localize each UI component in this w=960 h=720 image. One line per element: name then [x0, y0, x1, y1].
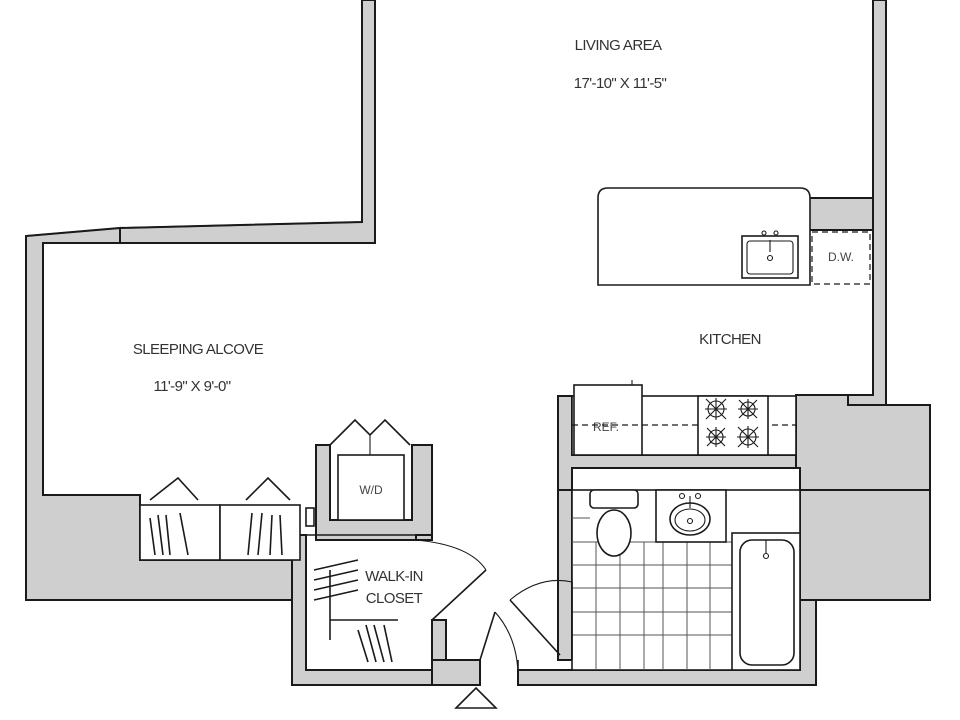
entry-door-swing	[494, 611, 519, 686]
dishwasher-label: D.W.	[828, 250, 854, 264]
closet-door-swing	[415, 539, 487, 571]
closet-shelf-rods	[313, 559, 398, 663]
wall-closet-door-jamb	[415, 534, 433, 541]
bathroom-faucet-handle-right	[694, 492, 702, 500]
wall-closet	[291, 534, 447, 686]
wall-entry-left	[431, 659, 481, 686]
living-area-dimensions: 17'-10" X 11'-5"	[574, 75, 667, 92]
bathtub-drain	[762, 552, 770, 560]
dishwasher-outline	[811, 231, 871, 285]
refrigerator-label: REF.	[593, 420, 619, 434]
closet-door-leaf	[431, 569, 487, 621]
toilet-tank	[589, 489, 639, 509]
entry-arrow-icon	[454, 686, 498, 709]
refrigerator	[573, 384, 643, 456]
wall-kitchen-right	[807, 197, 874, 231]
bathroom-sink-inner	[674, 508, 706, 532]
alcove-bifold-right	[245, 476, 291, 501]
entry-door-leaf	[479, 611, 496, 661]
living-left-wall-line	[25, 0, 363, 237]
kitchen-faucet-handle-right	[773, 230, 779, 236]
kitchen-sink	[741, 235, 799, 279]
bathroom-faucet-handle-left	[678, 492, 686, 500]
kitchen-label: KITCHEN	[699, 331, 761, 348]
wall-living-left	[119, 0, 376, 244]
bathroom-sink-drain	[686, 517, 694, 525]
bath-door-leaf	[509, 599, 561, 656]
kitchen-faucet-handle-left	[761, 230, 767, 236]
sleeping-alcove-label: SLEEPING ALCOVE	[133, 341, 264, 358]
toilet-bowl	[596, 509, 632, 557]
washer-dryer	[337, 454, 405, 521]
wall-sleeping-outer	[25, 226, 301, 601]
walk-in-closet-label-line2: CLOSET	[366, 590, 423, 607]
closet-post	[305, 507, 315, 527]
bathroom-tile-grid	[572, 517, 732, 670]
wall-bath-left	[557, 489, 573, 661]
alcove-closet-rods	[149, 512, 283, 556]
burners	[705, 398, 759, 448]
kitchen-sink-drain	[766, 254, 774, 262]
wall-wd-block	[315, 444, 433, 541]
alcove-bifold-left	[149, 476, 199, 501]
washer-dryer-label: W/D	[359, 483, 383, 497]
sleeping-alcove-dimensions: 11'-9" X 9'-0"	[154, 378, 231, 395]
bath-door-swing	[509, 579, 573, 601]
living-area-label: LIVING AREA	[575, 37, 662, 54]
bathtub-basin	[739, 539, 795, 666]
wall-bath-right	[799, 489, 931, 601]
walk-in-closet-label-line1: WALK-IN	[365, 568, 423, 585]
